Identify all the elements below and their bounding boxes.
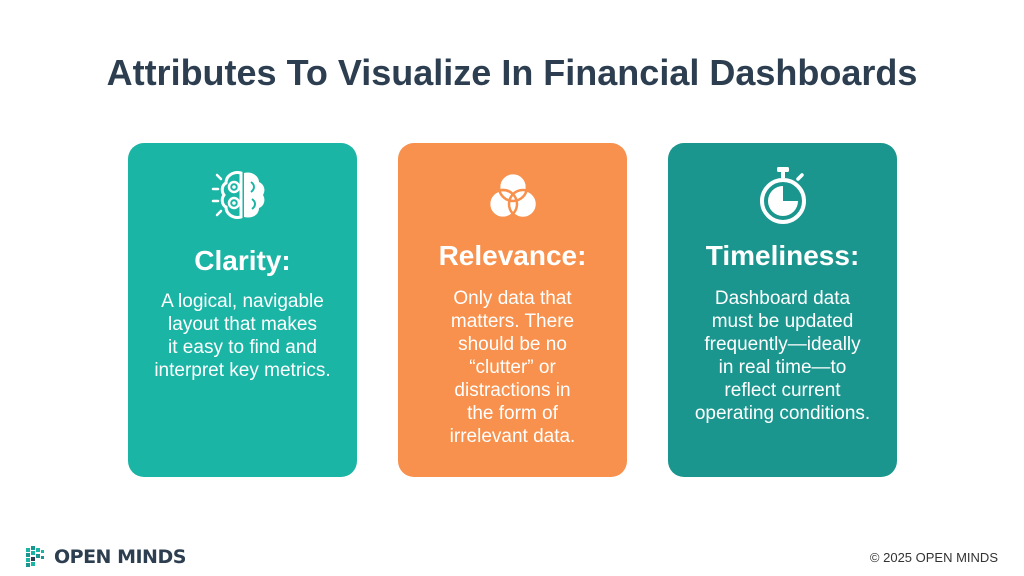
body-line: the form of	[467, 403, 558, 424]
venn-diagram-icon	[398, 167, 627, 227]
logo-mark-icon	[26, 546, 44, 567]
body-line: distractions in	[454, 380, 571, 401]
body-line: Dashboard data	[714, 288, 851, 309]
body-line: irrelevant data.	[449, 426, 576, 447]
stopwatch-icon	[668, 167, 897, 227]
body-line: reflect current	[724, 380, 841, 401]
card-body: A logical, navigable layout that makes i…	[140, 290, 345, 382]
body-line: layout that makes	[168, 314, 317, 335]
body-line: “clutter” or	[469, 357, 556, 378]
card-heading: Relevance:	[438, 240, 587, 271]
body-line: interpret key metrics.	[154, 360, 331, 381]
body-line: matters. There	[450, 311, 575, 332]
body-line: must be updated	[711, 311, 854, 332]
timeliness-card: Timeliness: Dashboard data must be updat…	[668, 143, 897, 477]
card-heading: Clarity:	[194, 245, 291, 276]
body-line: it easy to find and	[168, 337, 317, 358]
logo-text: OPEN MINDS	[54, 546, 186, 568]
card-body: Only data that matters. There should be …	[410, 287, 615, 448]
page-title: Attributes To Visualize In Financial Das…	[106, 52, 918, 93]
body-line: A logical, navigable	[161, 291, 324, 312]
body-line: Only data that	[453, 288, 572, 309]
body-line: should be no	[458, 334, 567, 355]
copyright: © 2025 OPEN MINDS	[869, 550, 998, 565]
clarity-card: Clarity: A logical, navigable layout tha…	[128, 143, 357, 477]
card-heading: Timeliness:	[705, 240, 860, 271]
relevance-card: Relevance: Only data that matters. There…	[398, 143, 627, 477]
body-line: operating conditions.	[694, 403, 871, 424]
body-line: in real time—to	[718, 357, 847, 378]
body-line: frequently—ideally	[704, 334, 861, 355]
open-minds-logo: OPEN MINDS	[26, 543, 186, 571]
brain-gear-icon	[128, 167, 357, 227]
card-body: Dashboard data must be updated frequentl…	[680, 287, 885, 425]
